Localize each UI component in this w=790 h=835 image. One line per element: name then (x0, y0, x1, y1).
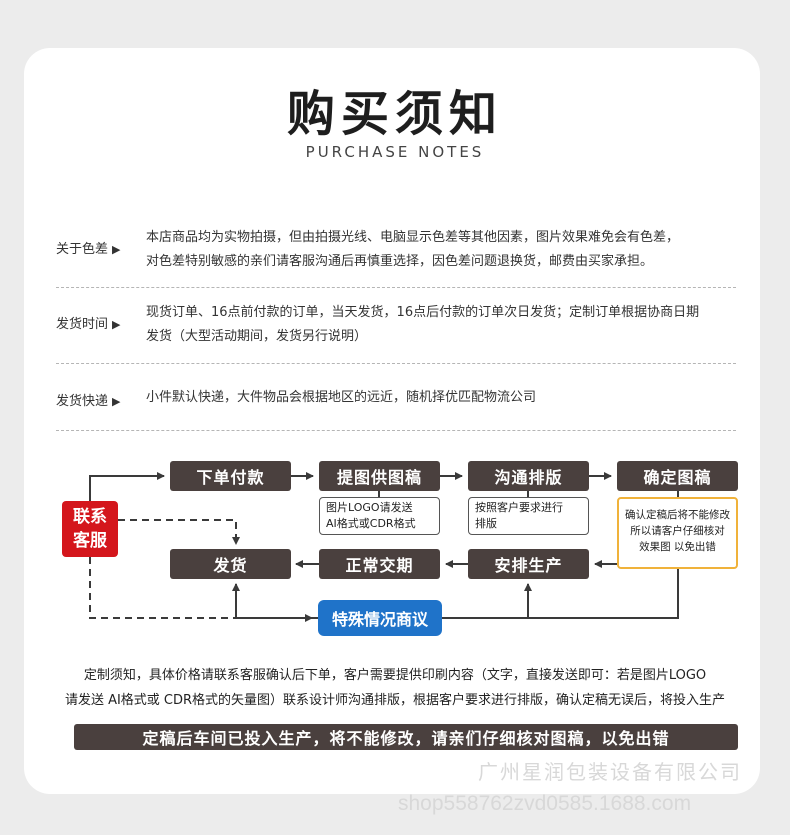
arrow-right-icon: ▶ (112, 243, 121, 256)
connector-special-to-ship (232, 583, 318, 619)
notice-label: 发货时间▶ (56, 317, 121, 332)
step-arrange-production: 安排生产 (468, 549, 589, 579)
page-title: 购买须知 (286, 86, 503, 142)
arrow-right-icon: ▶ (112, 318, 121, 331)
step-normal-delivery: 正常交期 (319, 549, 440, 579)
divider (56, 287, 736, 288)
divider (56, 363, 736, 364)
special-case-negotiation: 特殊情况商议 (318, 600, 442, 636)
page-subtitle: PURCHASE NOTES (305, 143, 485, 161)
divider (56, 430, 736, 431)
warning-bar: 定稿后车间已投入生产，将不能修改，请亲们仔细核对图稿，以免出错 (74, 724, 738, 750)
step-order-pay: 下单付款 (170, 461, 291, 491)
connector-contact-to-ship (118, 519, 240, 545)
notice-card (24, 48, 760, 794)
notice-text: 本店商品均为实物拍摄，但由拍摄光线、电脑显示色差等其他因素，图片效果难免会有色差… (146, 230, 680, 269)
custom-notice-line-2: 请发送 AI格式或 CDR格式的矢量图）联系设计师沟通排版，根据客户要求进行排版… (64, 693, 726, 708)
watermark-company: 广州星润包装设备有限公司 (478, 762, 742, 784)
arrow-right-icon: ▶ (112, 395, 121, 408)
note-confirm-warning: 确认定稿后将不能修改 所以请客户仔细核对 效果图 以免出错 (617, 497, 738, 569)
contact-service-badge: 联系 客服 (62, 501, 118, 557)
connector-contact-to-order (89, 472, 165, 501)
notice-text: 小件默认快递，大件物品会根据地区的远近，随机择优匹配物流公司 (146, 390, 537, 405)
step-ship: 发货 (170, 549, 291, 579)
step-provide-artwork: 提图供图稿 (319, 461, 440, 491)
custom-notice-line-1: 定制须知，具体价格请联系客服确认后下单，客户需要提供印刷内容（文字，直接发送即可… (83, 668, 707, 683)
watermark-shop: shop558762zvd0585.1688.com (398, 792, 692, 815)
step-layout-communicate: 沟通排版 (468, 461, 589, 491)
notice-text: 现货订单、16点前付款的订单，当天发货，16点后付款的订单次日发货；定制订单根据… (146, 305, 700, 344)
connector-confirm-to-special (528, 569, 679, 619)
notice-label: 发货快递▶ (56, 394, 121, 409)
notice-label: 关于色差▶ (56, 242, 121, 257)
connector-special-to-produce (442, 583, 532, 619)
note-artwork-format: 图片LOGO请发送 AI格式或CDR格式 (319, 497, 440, 535)
note-layout-request: 按照客户要求进行 排版 (468, 497, 589, 535)
step-confirm-artwork: 确定图稿 (617, 461, 738, 491)
